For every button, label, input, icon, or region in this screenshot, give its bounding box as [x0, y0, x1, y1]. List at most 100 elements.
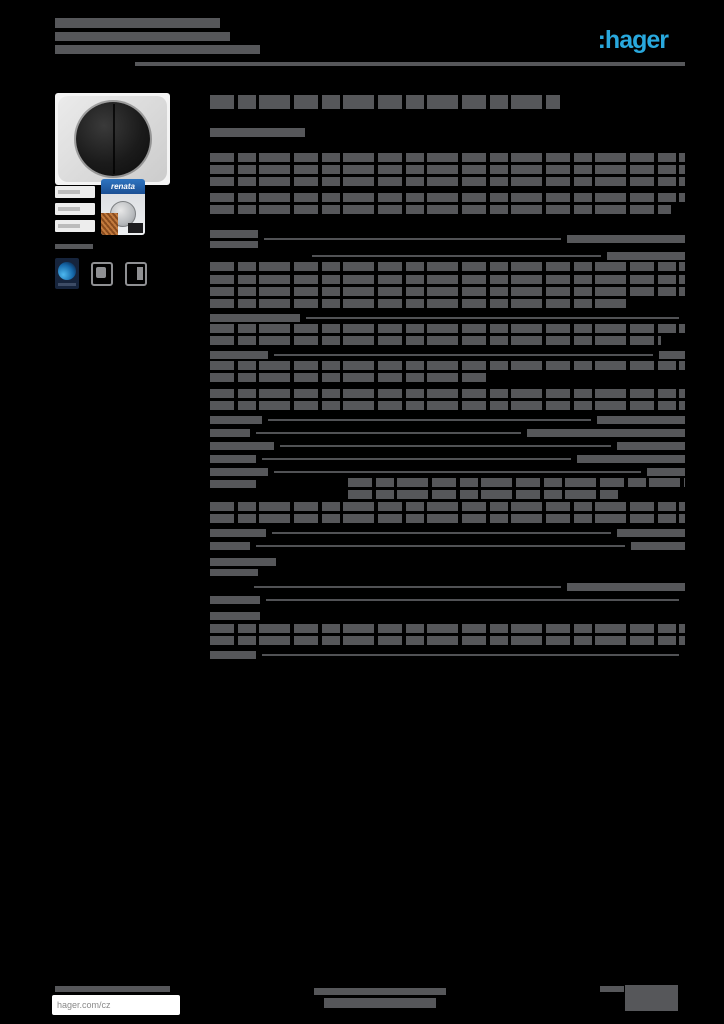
divider-line — [306, 316, 679, 319]
website-link[interactable]: hager.com/cz — [52, 995, 180, 1015]
redacted-text — [210, 193, 685, 202]
spec-value — [659, 350, 685, 359]
redacted-text — [210, 558, 276, 566]
redacted-text — [210, 612, 260, 620]
spec-row — [210, 229, 685, 249]
redacted-text — [55, 18, 220, 28]
spec-label — [210, 480, 256, 488]
divider-line — [262, 653, 679, 656]
redacted-text — [210, 324, 685, 333]
divider-line — [268, 418, 591, 421]
redacted-paragraph — [210, 389, 685, 410]
redacted-text — [210, 401, 685, 410]
divider-line — [254, 585, 561, 588]
redacted-text — [55, 45, 260, 54]
redacted-text — [210, 624, 685, 633]
spec-value — [577, 454, 685, 463]
divider-line — [262, 457, 571, 460]
product-category-label — [210, 128, 305, 137]
redacted-text — [210, 502, 685, 511]
battery-photo: renata — [101, 179, 145, 235]
header-divider — [135, 62, 685, 66]
main-content — [210, 95, 685, 661]
document-icon[interactable] — [91, 262, 113, 286]
redacted-text — [55, 32, 230, 41]
spec-value — [607, 251, 685, 260]
spacer — [210, 217, 685, 229]
redacted-text — [210, 373, 486, 382]
spec-label — [210, 454, 256, 463]
redacted-text — [210, 636, 685, 645]
accessory-thumbnail — [55, 186, 95, 198]
redacted-paragraph — [210, 502, 685, 523]
spec-area — [210, 153, 685, 661]
battery-foil-image — [101, 213, 118, 235]
document-title-block — [55, 18, 260, 58]
spec-value — [527, 428, 685, 437]
package-icon[interactable] — [125, 262, 147, 286]
redacted-text — [210, 569, 258, 576]
redacted-paragraph — [210, 275, 685, 308]
divider-line — [280, 444, 611, 447]
spec-row — [210, 465, 685, 478]
spec-row — [210, 311, 685, 324]
spec-row — [210, 648, 685, 661]
spec-row — [210, 348, 685, 361]
divider-line — [274, 353, 653, 356]
redacted-text — [210, 275, 685, 284]
spec-value — [617, 441, 685, 450]
hager-logo: :hager — [597, 26, 669, 54]
spec-value-block — [348, 478, 685, 502]
redacted-paragraph — [210, 153, 685, 186]
spec-label — [210, 428, 250, 437]
spec-label — [210, 441, 274, 450]
spec-label — [210, 313, 300, 322]
accessory-thumbnail — [55, 220, 95, 232]
redacted-text — [210, 262, 685, 271]
spec-row — [210, 526, 685, 539]
divider-line — [256, 431, 521, 434]
spec-row — [210, 413, 685, 426]
redacted-text — [210, 177, 685, 186]
spec-value — [647, 467, 685, 476]
divider-line — [256, 544, 625, 547]
product-photo — [55, 93, 170, 185]
spec-label — [210, 595, 260, 604]
partner-logo-icon[interactable] — [55, 258, 79, 289]
spec-label — [210, 528, 266, 537]
redacted-paragraph — [210, 193, 685, 214]
spec-value — [567, 582, 685, 591]
redacted-text — [210, 205, 671, 214]
redacted-paragraph — [210, 361, 685, 382]
redacted-text — [210, 299, 628, 308]
download-icons-row — [55, 258, 205, 289]
section-heading — [210, 558, 685, 576]
divider-line — [274, 470, 641, 473]
redacted-text — [314, 988, 446, 995]
accessory-thumbnail — [55, 203, 95, 215]
redacted-text — [210, 389, 685, 398]
divider-line — [312, 254, 601, 257]
divider-line — [264, 238, 561, 240]
spec-value — [617, 528, 685, 537]
redacted-text — [210, 153, 685, 162]
redacted-text — [348, 478, 685, 487]
product-title — [210, 95, 560, 109]
spec-row — [210, 439, 685, 452]
redacted-text — [348, 490, 618, 499]
spec-value — [597, 415, 685, 424]
spec-row — [210, 539, 685, 552]
redacted-text — [210, 287, 685, 296]
footer-page-badge — [625, 985, 678, 1011]
section-heading — [210, 612, 685, 620]
spec-label — [210, 230, 258, 248]
divider-line — [266, 598, 679, 601]
spec-row — [210, 593, 685, 606]
accessory-thumbnails — [55, 186, 101, 237]
redacted-text — [324, 998, 436, 1008]
spec-value — [567, 235, 685, 243]
battery-type-badge — [128, 223, 143, 233]
rocker-knob-image — [75, 102, 150, 176]
secondary-images: renata — [55, 179, 205, 237]
